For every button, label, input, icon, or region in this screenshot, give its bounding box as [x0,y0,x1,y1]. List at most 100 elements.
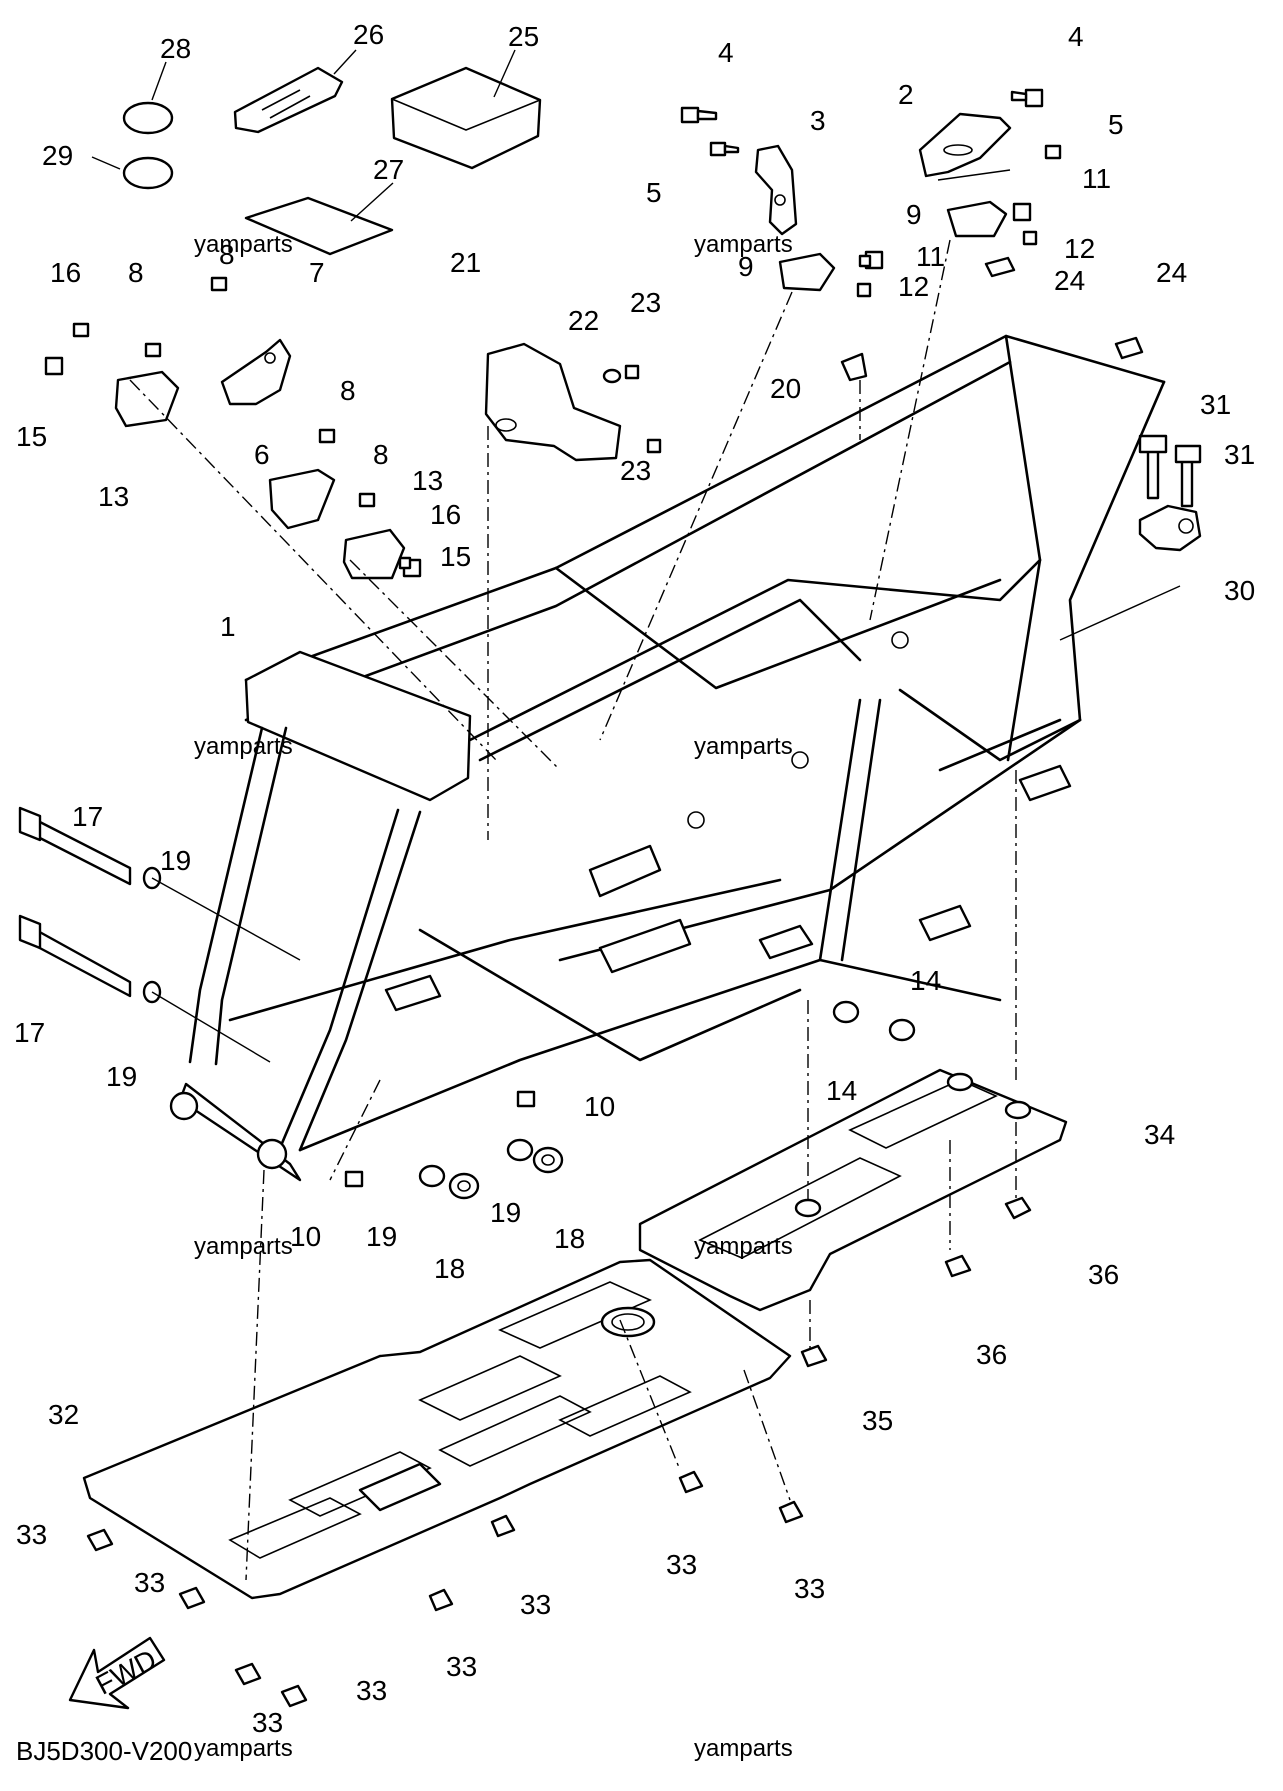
bolts-22-23 [602,364,662,454]
tool-pouch-25 [390,49,542,170]
callout-24b: 24 [1156,257,1187,288]
callout-1: 1 [220,611,236,642]
callout-27: 27 [373,154,404,185]
clip-20 [840,352,868,382]
callout-31a: 31 [1200,389,1231,420]
callout-28: 28 [160,33,191,64]
skid-plate-32 [82,1258,792,1600]
o-ring-29 [122,156,174,190]
callout-19b: 19 [106,1061,137,1092]
watermarks: yamparts yamparts yamparts yamparts yamp… [194,231,793,1762]
callout-12a: 12 [1064,233,1095,264]
callout-12b: 12 [898,271,929,302]
watermark-4: yamparts [694,733,793,760]
callout-33b: 33 [134,1567,165,1598]
callout-23a: 23 [630,287,661,318]
small-bolts-left [44,276,422,578]
callout-8c: 8 [340,375,356,406]
callout-4b: 4 [1068,21,1084,52]
flange-bolts [86,1196,1032,1708]
callout-24a: 24 [1054,265,1085,296]
manual-27 [244,182,394,256]
callout-8d: 8 [373,439,389,470]
callout-33e: 33 [794,1573,825,1604]
callout-15b: 15 [440,541,471,572]
damper-13-right [342,528,406,580]
callout-9a: 9 [906,199,922,230]
bolts-11-12 [856,202,1038,298]
callout-19d: 19 [490,1197,521,1228]
callout-9b: 9 [738,251,754,282]
callout-35: 35 [862,1405,893,1436]
bracket-2 [918,112,1012,178]
bracket-30 [1138,434,1202,552]
tool-26 [233,49,357,134]
callout-18b: 18 [554,1223,585,1254]
callout-36a: 36 [1088,1259,1119,1290]
fwd-label: FWD [91,1643,162,1700]
skid-plate-34 [638,1068,1068,1312]
callout-7: 7 [309,257,325,288]
washers-19 [142,866,534,1188]
callout-17b: 17 [14,1017,45,1048]
callout-3: 3 [810,105,826,136]
watermark-3: yamparts [194,733,293,760]
callout-30: 30 [1224,575,1255,606]
callout-19c: 19 [366,1221,397,1252]
callout-29: 29 [42,140,73,171]
callout-36b: 36 [976,1339,1007,1370]
callout-10b: 10 [290,1221,321,1252]
callout-25: 25 [508,21,539,52]
callout-11a: 11 [1082,163,1111,194]
callout-13a: 13 [98,481,129,512]
callout-22: 22 [568,305,599,336]
callout-23b: 23 [620,455,651,486]
callout-21: 21 [450,247,481,278]
callout-33c: 33 [666,1549,697,1580]
callout-13b: 13 [412,465,443,496]
callout-26: 26 [353,19,384,50]
damper-13-left [114,370,180,428]
washers-14 [832,1000,916,1042]
watermark-6: yamparts [694,1233,793,1260]
fwd-arrow-icon: FWD [68,1636,166,1710]
bracket-3 [754,144,798,236]
nuts-10 [344,1090,536,1188]
bracket-6 [268,468,336,530]
callout-8a: 8 [128,257,144,288]
callout-16a: 16 [50,257,81,288]
bolts-4-5 [680,88,1062,160]
callout-15a: 15 [16,421,47,452]
pad-24 [984,256,1144,360]
diagram-code: BJ5D300-V200 [16,1736,192,1766]
watermark-2: yamparts [694,231,793,258]
callout-14a: 14 [910,965,941,996]
cover-21 [484,342,622,462]
bolt-17-upper [18,806,132,886]
callout-31b: 31 [1224,439,1255,470]
callout-33d: 33 [520,1589,551,1620]
watermark-5: yamparts [194,1233,293,1260]
watermark-7: yamparts [194,1735,293,1762]
callout-5b: 5 [1108,109,1124,140]
callout-2: 2 [898,79,914,110]
callout-17a: 17 [72,801,103,832]
leader-lines [129,169,1181,1581]
callouts: 28 26 25 29 27 4 4 3 2 5 5 11 11 9 9 12 … [14,19,1255,1738]
watermark-1: yamparts [194,231,293,258]
callout-20: 20 [770,373,801,404]
callout-33f: 33 [446,1651,477,1682]
damper-9-upper [778,200,1008,292]
callout-11b: 11 [916,241,945,272]
callout-32: 32 [48,1399,79,1430]
callout-18a: 18 [434,1253,465,1284]
bracket-7 [220,338,292,406]
callout-33g: 33 [356,1675,387,1706]
callout-33a: 33 [16,1519,47,1550]
callout-5a: 5 [646,177,662,208]
frame-1 [169,334,1166,1182]
callout-19a: 19 [160,845,191,876]
callout-16b: 16 [430,499,461,530]
callout-33h: 33 [252,1707,283,1738]
